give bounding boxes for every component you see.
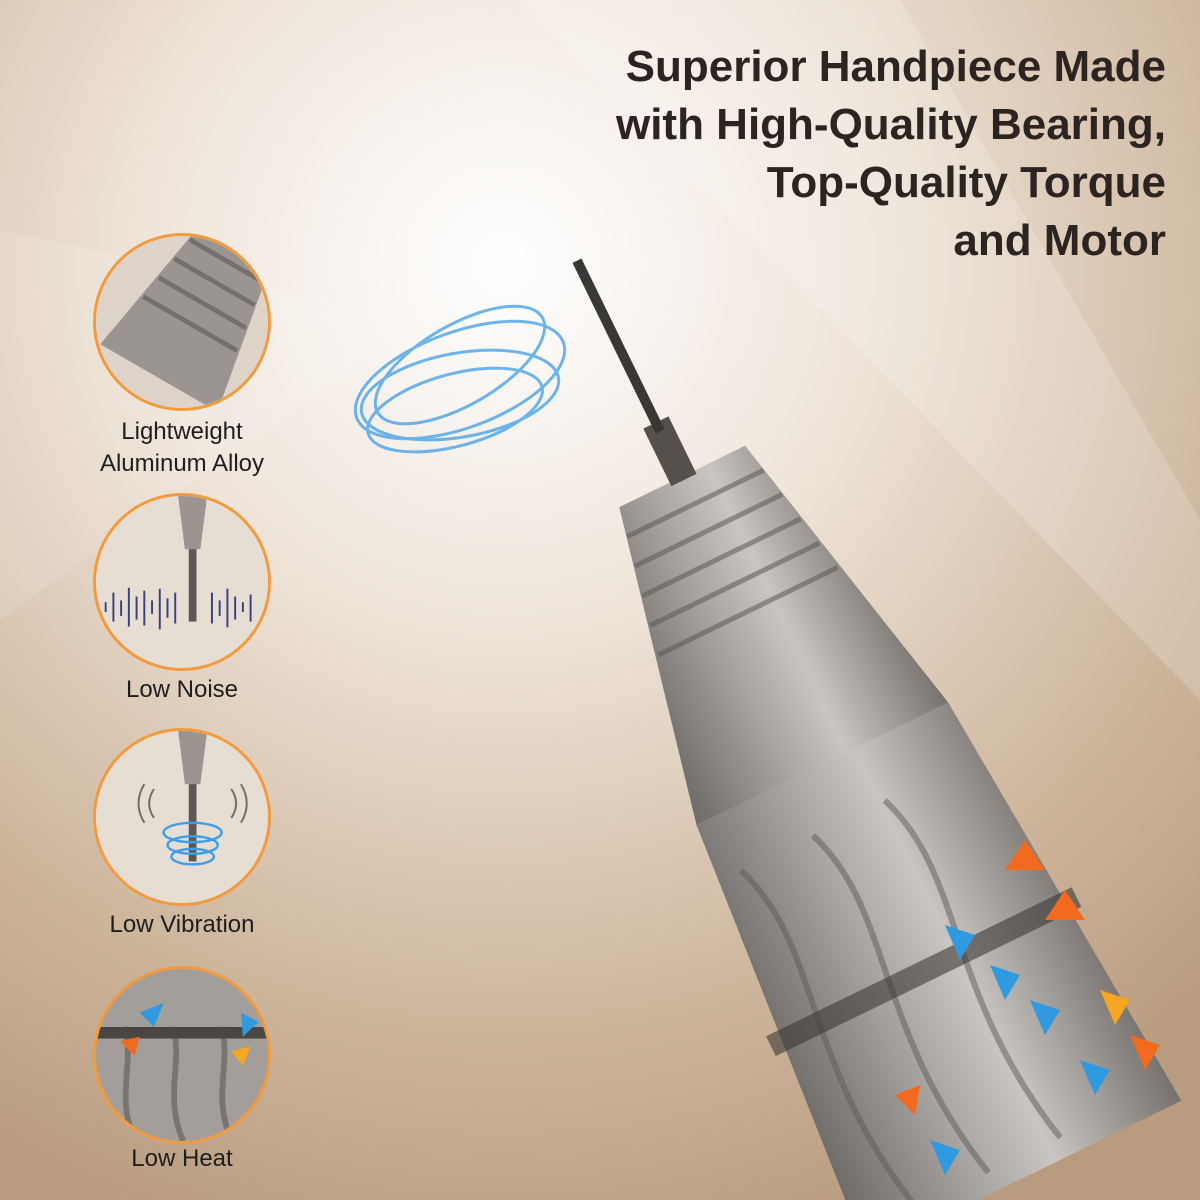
headline-line-1: Superior Handpiece Made: [625, 42, 1166, 91]
feature-caption-noise: Low Noise: [125, 676, 239, 703]
headline-line-3: Top-Quality Torque: [766, 158, 1166, 207]
low-noise-icon: [93, 493, 271, 671]
headline-line-4: and Motor: [953, 216, 1166, 265]
headline: Superior Handpiece Made with High-Qualit…: [466, 38, 1166, 270]
feature-caption-vibration: Low Vibration: [109, 911, 255, 938]
low-vibration-icon: [93, 728, 271, 906]
feature-caption-aluminum: Lightweight Aluminum Alloy: [99, 418, 265, 477]
aluminum-alloy-icon: [93, 233, 271, 411]
low-heat-icon: [93, 966, 271, 1144]
headline-line-2: with High-Quality Bearing,: [615, 100, 1166, 149]
feature-caption-heat: Low Heat: [131, 1145, 233, 1172]
